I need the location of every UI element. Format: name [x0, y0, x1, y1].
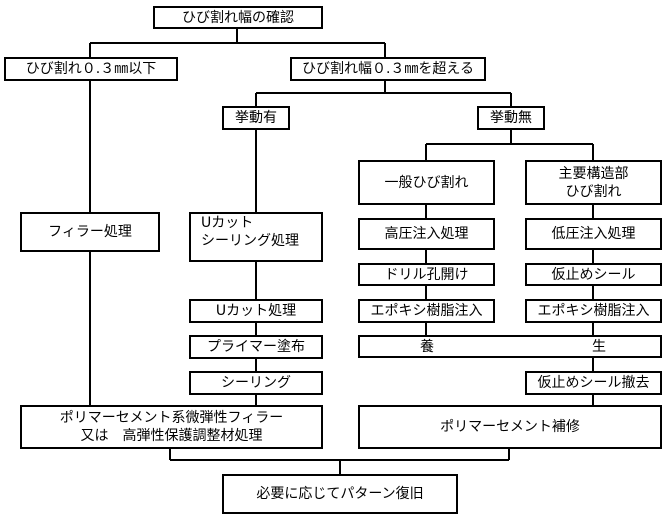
- main-structure-crack-box: 主要構造部 ひび割れ: [525, 160, 662, 205]
- drill-holes-box: ドリル孔開け: [358, 263, 495, 286]
- polymer-cement-filler-line2: 又は 高弾性保護調整材処理: [80, 428, 263, 444]
- main-structure-crack-line1: 主要構造部: [558, 165, 629, 182]
- curing-box: 養 生: [358, 335, 662, 358]
- crack-over-0-3mm-label: ひび割れ幅０.３㎜を超える: [301, 61, 475, 77]
- main-structure-crack-line2: ひび割れ: [565, 183, 622, 200]
- u-cut-sealing-line1: Uカット: [201, 215, 254, 231]
- crack-over-0-3mm-box: ひび割れ幅０.３㎜を超える: [290, 57, 486, 81]
- general-crack-box: 一般ひび割れ: [358, 160, 495, 205]
- pattern-restoration-box: 必要に応じてパターン復旧: [222, 474, 458, 514]
- crack-0-3mm-or-less-label: ひび割れ０.３㎜以下: [25, 61, 157, 77]
- u-cut-sealing-line2: シーリング処理: [201, 233, 299, 249]
- polymer-cement-filler-line1: ポリマーセメント系微弾性フィラー: [59, 410, 284, 426]
- drill-holes-label: ドリル孔開け: [384, 266, 469, 283]
- epoxy-injection-left-label: エポキシ樹脂注入: [370, 303, 483, 319]
- curing-label-right: 生: [592, 338, 606, 355]
- polymer-cement-repair-label: ポリマーセメント補修: [440, 419, 580, 435]
- high-pressure-injection-box: 高圧注入処理: [358, 218, 495, 250]
- epoxy-injection-left-box: エポキシ樹脂注入: [358, 299, 495, 323]
- movement-no-box: 挙動無: [477, 106, 545, 130]
- u-cut-treatment-label: Uカット処理: [215, 303, 297, 319]
- filler-treatment-box: フィラー処理: [20, 212, 160, 252]
- crack-0-3mm-or-less-box: ひび割れ０.３㎜以下: [4, 57, 178, 81]
- movement-yes-label: 挙動有: [235, 110, 277, 126]
- low-pressure-injection-box: 低圧注入処理: [525, 218, 662, 250]
- general-crack-label: 一般ひび割れ: [384, 174, 469, 191]
- u-cut-treatment-box: Uカット処理: [189, 299, 323, 323]
- temporary-seal-removal-box: 仮止めシール撤去: [525, 371, 662, 395]
- epoxy-injection-right-label: エポキシ樹脂注入: [537, 303, 650, 319]
- check-crack-width-label: ひび割れ幅の確認: [182, 9, 294, 26]
- high-pressure-injection-label: 高圧注入処理: [384, 226, 469, 242]
- curing-label-left: 養: [420, 338, 434, 355]
- primer-application-box: プライマー塗布: [189, 335, 323, 359]
- primer-application-label: プライマー塗布: [207, 339, 305, 355]
- sealing-label: シーリング: [221, 375, 291, 391]
- u-cut-sealing-box: Uカット シーリング処理: [189, 212, 323, 262]
- temporary-seal-removal-label: 仮止めシール撤去: [537, 375, 650, 391]
- polymer-cement-filler-box: ポリマーセメント系微弾性フィラー 又は 高弾性保護調整材処理: [20, 405, 323, 449]
- temporary-seal-box: 仮止めシール: [525, 263, 662, 286]
- low-pressure-injection-label: 低圧注入処理: [551, 226, 636, 242]
- filler-treatment-label: フィラー処理: [48, 224, 132, 240]
- epoxy-injection-right-box: エポキシ樹脂注入: [525, 299, 662, 323]
- pattern-restoration-label: 必要に応じてパターン復旧: [256, 486, 424, 502]
- movement-no-label: 挙動無: [490, 110, 532, 126]
- sealing-box: シーリング: [189, 371, 323, 395]
- polymer-cement-repair-box: ポリマーセメント補修: [358, 405, 662, 449]
- temporary-seal-label: 仮止めシール: [551, 266, 636, 283]
- check-crack-width-box: ひび割れ幅の確認: [153, 6, 323, 29]
- movement-yes-box: 挙動有: [222, 106, 290, 130]
